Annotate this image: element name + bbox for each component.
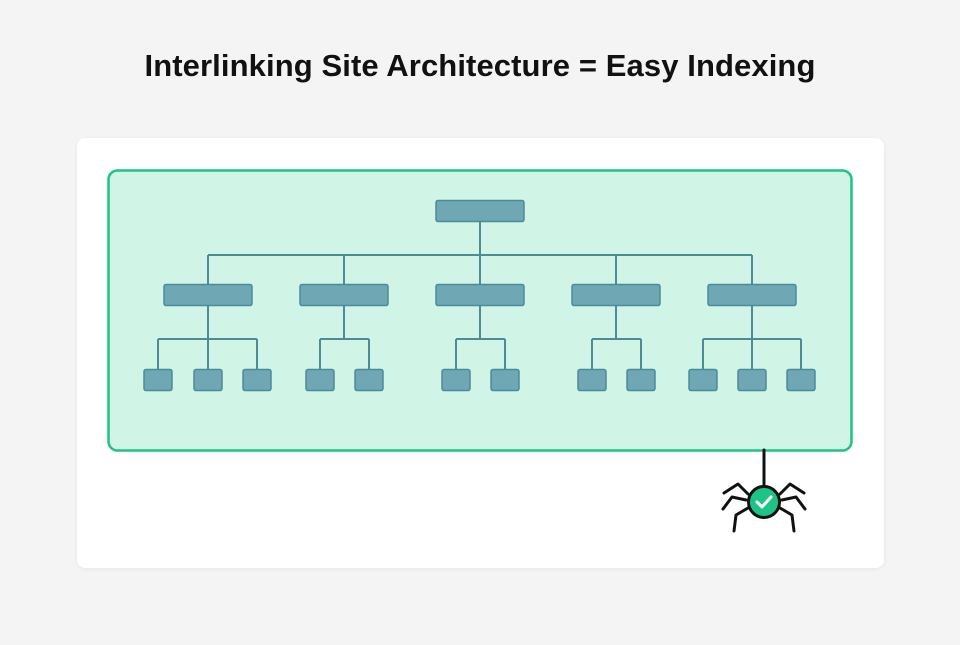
nodes xyxy=(143,199,816,392)
page-node xyxy=(143,368,173,392)
category-node xyxy=(435,283,525,307)
spider-body xyxy=(747,485,781,519)
page-node xyxy=(242,368,272,392)
page-node xyxy=(688,368,718,392)
page-node xyxy=(305,368,335,392)
category-node xyxy=(163,283,253,307)
root-node xyxy=(435,199,525,223)
connectors xyxy=(157,221,802,370)
page-node xyxy=(737,368,767,392)
category-node xyxy=(707,283,797,307)
spider-leg xyxy=(780,495,807,511)
spider-leg xyxy=(721,495,748,511)
checkmark-icon xyxy=(755,495,773,509)
spider-leg xyxy=(732,506,750,533)
page-node xyxy=(786,368,816,392)
spider-icon xyxy=(721,448,807,533)
page-node xyxy=(577,368,607,392)
page-title: Interlinking Site Architecture = Easy In… xyxy=(144,48,816,83)
page-node xyxy=(193,368,223,392)
page-node xyxy=(441,368,471,392)
category-node xyxy=(299,283,389,307)
category-node xyxy=(571,283,661,307)
spider-leg xyxy=(778,482,806,496)
page-node xyxy=(626,368,656,392)
spider-leg xyxy=(722,482,750,496)
spider-legs xyxy=(721,482,807,533)
page-node xyxy=(490,368,520,392)
spider-leg xyxy=(778,506,796,533)
page-node xyxy=(354,368,384,392)
